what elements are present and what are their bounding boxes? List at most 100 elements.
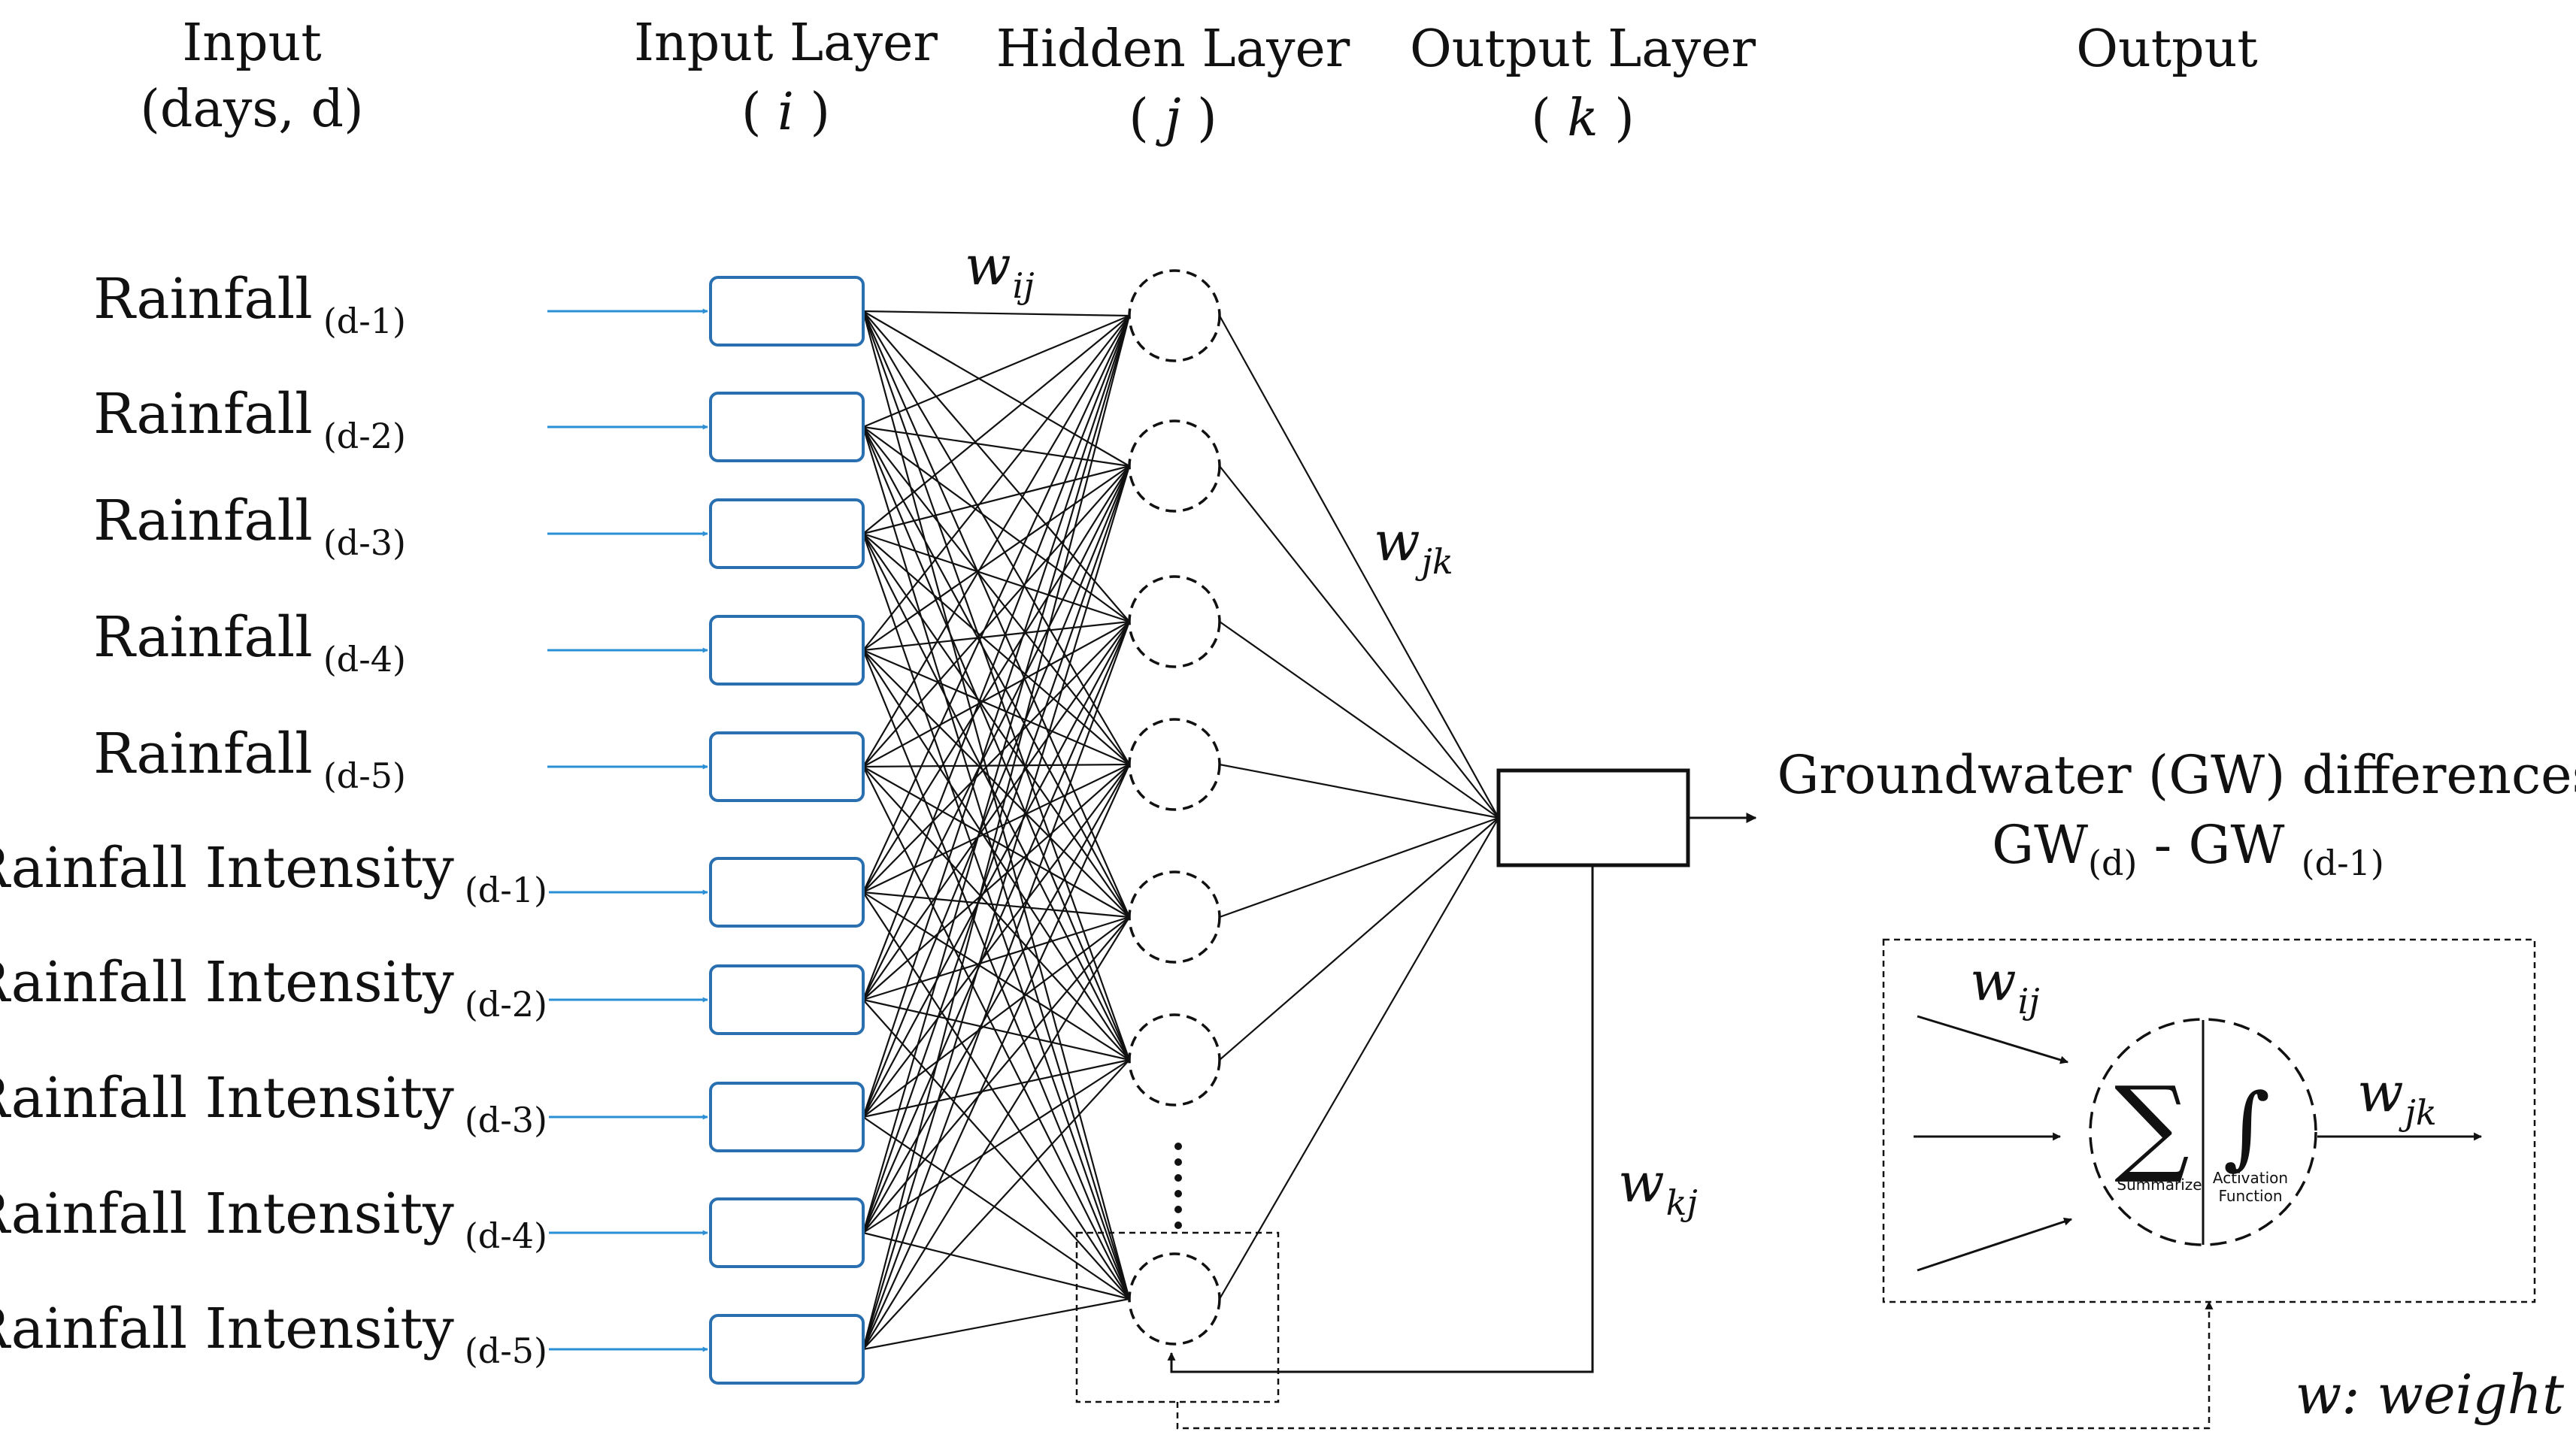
inset-input-arrow-3	[1917, 1217, 2073, 1272]
connection-i8-j3	[862, 621, 1130, 1118]
connection-i1-j1	[862, 310, 1130, 317]
connection-i4-j3	[862, 620, 1130, 652]
connection-i8-j4	[862, 764, 1130, 1118]
connections-hidden-to-output	[1219, 315, 1499, 1300]
connection-i9-j2	[862, 465, 1131, 1234]
output-node	[1496, 768, 1690, 867]
connection-i4-j7	[862, 649, 1131, 1300]
connection-i6-j5	[862, 891, 1130, 919]
connection-j5-k	[1219, 816, 1499, 919]
input-label-4: Rainfall(d-4)	[93, 605, 406, 680]
input-node-5	[709, 731, 865, 802]
hidden-node-4	[1128, 718, 1221, 811]
connection-i8-j7	[862, 1116, 1130, 1300]
neuron-detail-inset: ∑ ∫ Summarize Activation Function wij wj…	[1882, 938, 2536, 1303]
input-node-6	[709, 857, 865, 928]
connection-i5-j3	[862, 621, 1130, 767]
hidden-node-6	[1128, 1013, 1221, 1106]
connection-i5-j1	[862, 315, 1130, 767]
input-layer-nodes	[709, 276, 865, 1385]
connection-i9-j6	[862, 1059, 1130, 1234]
input-node-1	[709, 276, 865, 347]
input-label-3: Rainfall(d-3)	[93, 489, 406, 563]
connection-j1-k	[1219, 315, 1499, 819]
hidden-ellipsis	[1174, 1143, 1182, 1229]
connection-i5-j2	[862, 465, 1130, 767]
input-arrows	[547, 308, 708, 1352]
output-formula: GW(d) - GW (d-1)	[1992, 814, 2384, 883]
hidden-node-1	[1128, 269, 1221, 362]
header-input-days: (days, d)	[140, 80, 363, 139]
connection-i9-j1	[862, 315, 1131, 1234]
weight-label-wij: wij	[965, 234, 1035, 306]
column-headers: Input (days, d) Input Layer ( i ) Hidden…	[140, 14, 2257, 148]
connection-i8-j6	[862, 1058, 1130, 1119]
connection-i1-j6	[862, 310, 1131, 1061]
inset-input-arrow-1	[1917, 1015, 2069, 1064]
neuron-detail-frame	[1882, 938, 2536, 1303]
header-input: Input	[182, 14, 321, 73]
hidden-node-2	[1128, 419, 1221, 513]
connection-i1-j7	[862, 310, 1131, 1300]
connection-i5-j7	[862, 766, 1130, 1300]
header-output: Output	[2076, 20, 2258, 79]
connection-i3-j5	[862, 533, 1130, 918]
input-node-10	[709, 1314, 865, 1385]
feedback-line	[1167, 865, 1594, 1373]
connection-i7-j7	[862, 999, 1130, 1300]
connection-i2-j5	[862, 426, 1130, 918]
connection-i9-j3	[862, 621, 1131, 1234]
connection-i3-j2	[862, 465, 1130, 535]
activation-label-1: Activation	[2213, 1169, 2288, 1187]
connection-j4-k	[1219, 763, 1499, 819]
connections-input-to-hidden	[862, 310, 1131, 1351]
connection-i7-j4	[862, 764, 1130, 1000]
input-node-8	[709, 1082, 865, 1152]
connection-i3-j1	[862, 315, 1130, 534]
header-input-layer: Input Layer	[634, 14, 938, 73]
connection-i2-j2	[862, 425, 1130, 468]
connection-i7-j6	[862, 998, 1130, 1061]
connection-j3-k	[1219, 621, 1499, 819]
connection-i1-j5	[862, 310, 1131, 918]
connection-i7-j3	[862, 621, 1130, 1000]
connection-i10-j3	[862, 621, 1131, 1350]
hidden-node-3	[1128, 575, 1221, 668]
input-label-5: Rainfall(d-5)	[93, 722, 406, 796]
header-input-layer-index: ( i )	[741, 83, 830, 142]
input-node-9	[709, 1197, 865, 1268]
connection-i2-j3	[862, 426, 1130, 622]
connection-j2-k	[1219, 465, 1499, 819]
connection-i4-j2	[862, 465, 1130, 651]
connection-i6-j2	[862, 465, 1130, 893]
activation-label-2: Function	[2218, 1187, 2282, 1205]
input-label-6: Rainfall Intensity(d-1)	[0, 836, 547, 910]
input-label-10: Rainfall Intensity(d-5)	[0, 1297, 547, 1371]
connection-i3-j7	[862, 533, 1131, 1300]
connection-i5-j4	[862, 763, 1130, 768]
connection-i3-j4	[862, 533, 1130, 765]
connection-i7-j1	[862, 315, 1131, 1000]
connection-i1-j4	[862, 310, 1130, 765]
input-label-9: Rainfall Intensity(d-4)	[0, 1182, 547, 1256]
connection-i8-j5	[862, 916, 1130, 1118]
input-node-2	[709, 392, 865, 462]
connection-i3-j3	[862, 532, 1130, 623]
connection-i5-j6	[862, 766, 1130, 1061]
connection-i9-j4	[862, 764, 1130, 1234]
connection-i3-j6	[862, 533, 1130, 1061]
inset-weight-wij: wij	[1970, 949, 2040, 1022]
header-output-layer-index: ( k )	[1531, 89, 1635, 148]
hidden-node-5	[1128, 870, 1221, 964]
connection-i4-j5	[862, 649, 1130, 918]
connection-i1-j2	[862, 310, 1130, 467]
connection-i8-j2	[862, 465, 1131, 1118]
inset-weight-wjk: wjk	[2357, 1061, 2437, 1133]
connection-i10-j4	[862, 764, 1131, 1350]
input-label-2: Rainfall(d-2)	[93, 382, 406, 456]
input-label-1: Rainfall(d-1)	[93, 267, 406, 341]
connection-i2-j4	[862, 426, 1130, 765]
connection-i10-j1	[862, 315, 1131, 1350]
connection-j7-k	[1219, 817, 1499, 1300]
input-node-3	[709, 498, 865, 569]
